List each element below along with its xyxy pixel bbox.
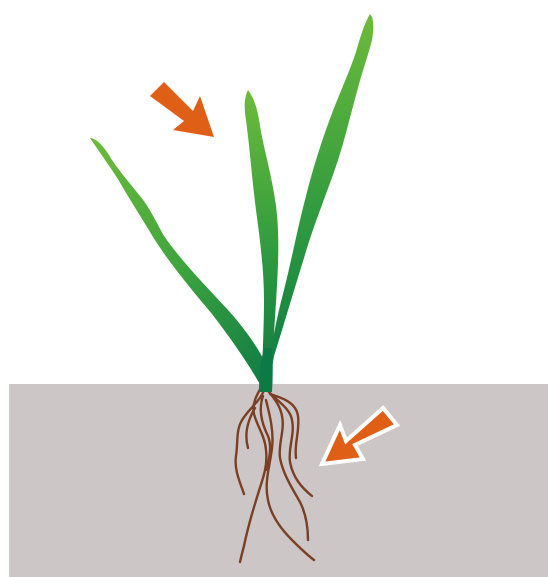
soil (9, 384, 548, 577)
stem (259, 348, 273, 392)
arrow-leaves (150, 82, 214, 137)
leaf-left (90, 138, 272, 388)
leaf-right (266, 14, 373, 388)
